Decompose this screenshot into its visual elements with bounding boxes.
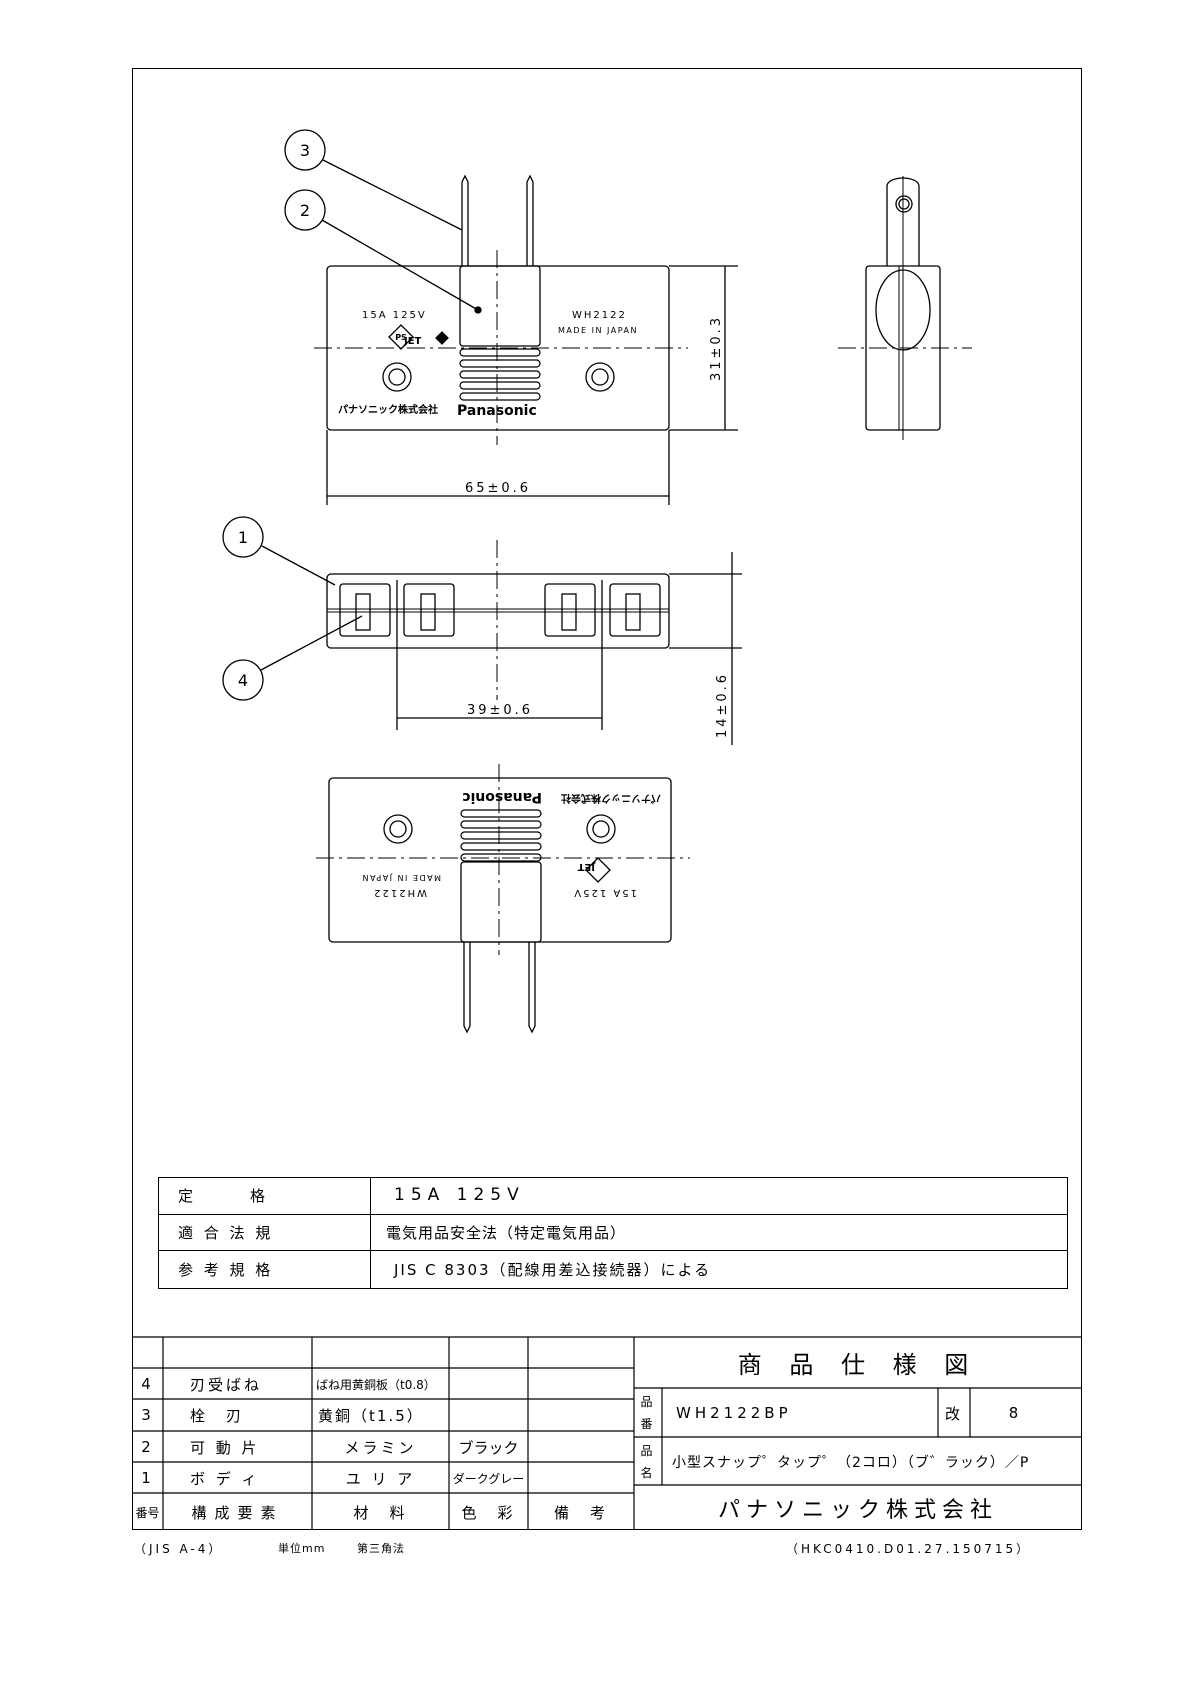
rear-maker-mark: パナソニック株式会社 xyxy=(561,792,661,805)
drawing-title: 商 品 仕 様 図 xyxy=(737,1351,979,1379)
part-color: ダークグレー xyxy=(452,1471,525,1486)
part-name: 栓 刃 xyxy=(190,1406,245,1425)
callout-1: 1 xyxy=(238,528,248,547)
spec-label-law: 適 合 法 規 xyxy=(178,1223,274,1242)
front-view xyxy=(284,129,972,505)
header-no: 番号 xyxy=(135,1505,160,1520)
spec-value-rating: 15A 125V xyxy=(394,1185,525,1205)
part-material: メラミン xyxy=(344,1438,417,1457)
part-no: 4 xyxy=(141,1375,154,1393)
part-no-label: 品番 xyxy=(640,1395,656,1431)
dim-pitch: 39±0.6 xyxy=(467,703,533,718)
dim-depth: 14±0.6 xyxy=(715,672,730,738)
jet-mark: JET xyxy=(403,336,422,347)
part-material: 黄銅（t1.5） xyxy=(318,1406,424,1425)
drawing-frame xyxy=(132,68,1082,1530)
spec-label-standard: 参 考 規 格 xyxy=(178,1260,274,1279)
paper-size: （JIS A-4） xyxy=(134,1541,224,1556)
maker-mark: パナソニック株式会社 xyxy=(338,403,438,416)
part-no: 2 xyxy=(141,1438,154,1456)
spec-label-rating: 定 格 xyxy=(178,1186,269,1205)
spec-divider xyxy=(370,1177,371,1288)
part-material: ユ リ ア xyxy=(345,1469,416,1488)
spec-value-standard: JIS C 8303（配線用差込接続器）による xyxy=(394,1260,712,1279)
socket-view xyxy=(222,516,742,745)
spec-table xyxy=(158,1177,1068,1289)
rear-origin-mark: MADE IN JAPAN xyxy=(361,873,441,882)
dim-height: 31±0.3 xyxy=(709,315,724,381)
document-code: （HKC0410.D01.27.150715） xyxy=(786,1541,1032,1556)
rev-value: 8 xyxy=(1008,1404,1022,1422)
part-material: ばね用黄銅板（t0.8） xyxy=(316,1377,436,1392)
part-no-value: WH2122BP xyxy=(676,1404,792,1422)
dim-width: 65±0.6 xyxy=(465,481,531,496)
company-name: パナソニック株式会社 xyxy=(717,1498,998,1523)
brand-mark: Panasonic xyxy=(457,403,537,419)
ps-mark: PS xyxy=(395,333,407,342)
header-material: 材 料 xyxy=(353,1503,408,1522)
part-no: 1 xyxy=(141,1469,154,1487)
part-name: 刃受ばね xyxy=(190,1375,263,1394)
rear-brand-mark: Panasonic xyxy=(462,789,542,805)
origin-mark: MADE IN JAPAN xyxy=(558,326,638,335)
rating-mark: 15A 125V xyxy=(362,310,427,321)
projection-label: 第三角法 xyxy=(357,1542,405,1555)
header-note: 備 考 xyxy=(553,1503,608,1522)
spec-row-line xyxy=(158,1214,1067,1215)
name-label: 品名 xyxy=(640,1443,656,1480)
rev-label: 改 xyxy=(944,1404,963,1423)
rear-view xyxy=(316,764,690,1034)
callout-4: 4 xyxy=(238,671,248,690)
callout-3: 3 xyxy=(300,141,310,160)
spec-value-law: 電気用品安全法（特定電気用品） xyxy=(386,1223,627,1242)
rear-model-mark: WH2122 xyxy=(372,887,427,898)
part-color: ブラック xyxy=(458,1438,519,1457)
header-part: 構成要素 xyxy=(191,1503,284,1522)
header-color: 色 彩 xyxy=(461,1503,516,1522)
rear-rating-mark: 15A 125V xyxy=(572,887,637,898)
callout-2: 2 xyxy=(300,201,310,220)
part-name: ボ デ ィ xyxy=(190,1469,260,1488)
model-mark: WH2122 xyxy=(572,310,627,321)
unit-label: 単位mm xyxy=(278,1542,326,1555)
part-no: 3 xyxy=(141,1406,154,1424)
spec-row-line xyxy=(158,1250,1067,1251)
product-name: 小型スナップ゜タップ゜（2コロ）（ブ゛ラック）／P xyxy=(672,1454,1030,1471)
rear-jet-mark: JET xyxy=(577,861,596,872)
part-name: 可 動 片 xyxy=(190,1438,260,1457)
